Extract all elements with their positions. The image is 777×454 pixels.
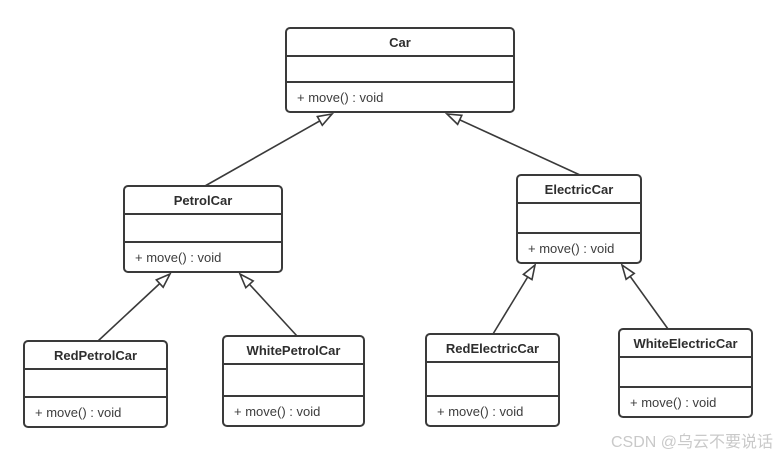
class-box-car: Car + move() : void (285, 27, 515, 113)
arrow-redpetrolcar-to-petrolcar (97, 274, 170, 342)
class-method-label: + move() : void (630, 394, 717, 410)
class-attributes (287, 57, 513, 83)
arrow-whiteelectriccar-to-electriccar (622, 265, 669, 330)
class-attributes (427, 363, 558, 397)
arrow-petrolcar-to-car (204, 114, 332, 187)
class-method-label: + move() : void (437, 403, 524, 419)
class-method-label: + move() : void (297, 89, 384, 105)
class-method-label: + move() : void (234, 403, 321, 419)
class-title: WhiteElectricCar (620, 330, 751, 358)
class-attributes (224, 365, 363, 397)
class-method-label: + move() : void (35, 404, 122, 420)
class-box-electriccar: ElectricCar + move() : void (516, 174, 642, 264)
class-box-whiteelectriccar: WhiteElectricCar + move() : void (618, 328, 753, 418)
class-method-label: + move() : void (135, 249, 222, 265)
class-attributes (620, 358, 751, 388)
class-attributes (518, 204, 640, 234)
class-title: WhitePetrolCar (224, 337, 363, 365)
class-attributes (25, 370, 166, 398)
class-box-petrolcar: PetrolCar + move() : void (123, 185, 283, 273)
csdn-watermark: CSDN @乌云不要说话 (610, 434, 773, 451)
class-title: RedPetrolCar (25, 342, 166, 370)
class-title: RedElectricCar (427, 335, 558, 363)
class-box-redpetrolcar: RedPetrolCar + move() : void (23, 340, 168, 428)
class-title: Car (287, 29, 513, 57)
class-box-whitepetrolcar: WhitePetrolCar + move() : void (222, 335, 365, 427)
arrow-redelectriccar-to-electriccar (492, 265, 535, 335)
arrow-whitepetrolcar-to-petrolcar (240, 274, 298, 337)
class-title: PetrolCar (125, 187, 281, 215)
class-box-redelectriccar: RedElectricCar + move() : void (425, 333, 560, 427)
class-method-label: + move() : void (528, 240, 615, 256)
class-title: ElectricCar (518, 176, 640, 204)
class-attributes (125, 215, 281, 243)
arrow-electriccar-to-car (447, 114, 581, 176)
